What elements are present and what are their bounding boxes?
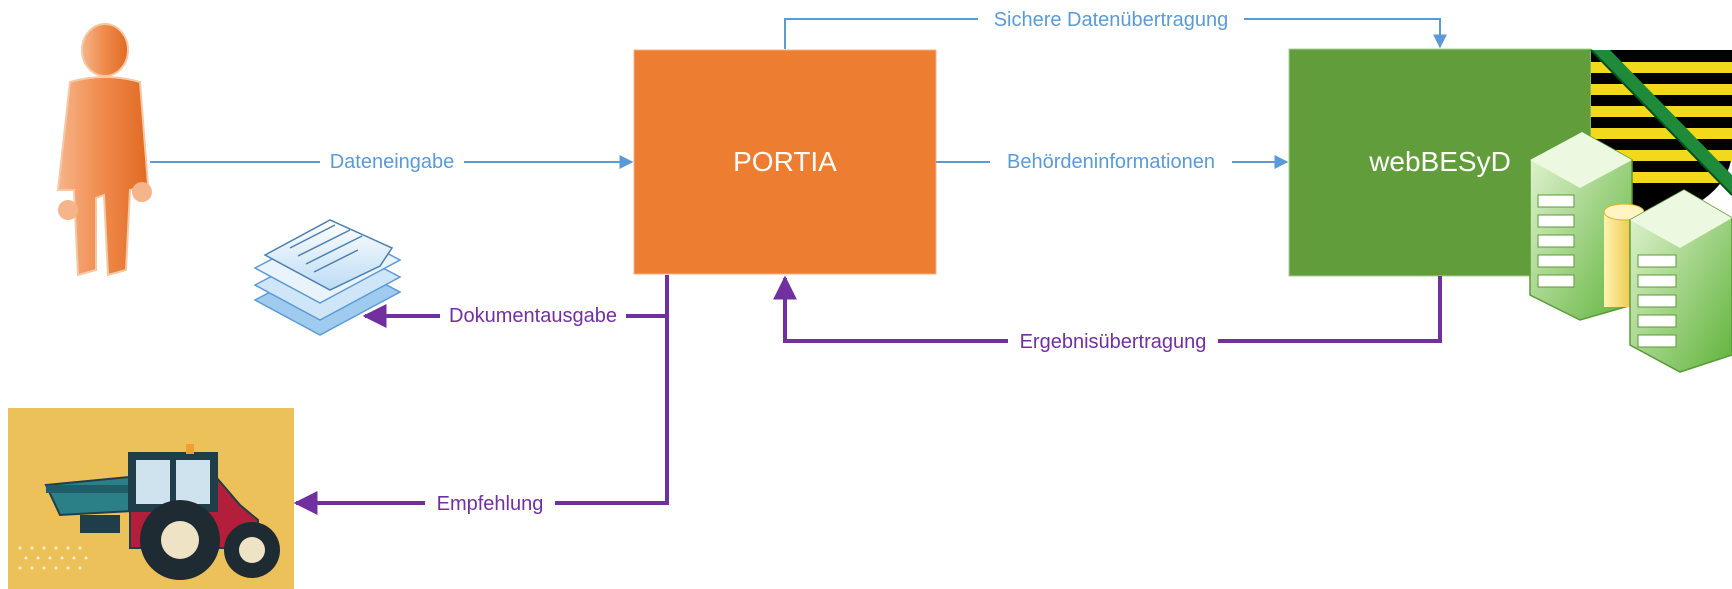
- node-webbesyd-label: webBESyD: [1368, 146, 1511, 177]
- edge-recommendation-label: Empfehlung: [437, 493, 544, 515]
- edge-secure-transfer-label: Sichere Datenübertragung: [994, 9, 1229, 31]
- server-icon: [1529, 131, 1732, 373]
- edge-data-input-label: Dateneingabe: [330, 151, 455, 173]
- documents-icon: [253, 219, 402, 336]
- edge-authority-info-label: Behördeninformationen: [1007, 151, 1215, 173]
- edge-recommendation: [293, 275, 669, 515]
- person-icon: [56, 23, 152, 277]
- edge-document-output-label: Dokumentausgabe: [449, 305, 617, 327]
- tractor-icon: [8, 408, 294, 589]
- node-portia-label: PORTIA: [733, 146, 837, 177]
- node-portia: [633, 49, 937, 275]
- edge-result-transfer-label: Ergebnisübertragung: [1020, 331, 1207, 353]
